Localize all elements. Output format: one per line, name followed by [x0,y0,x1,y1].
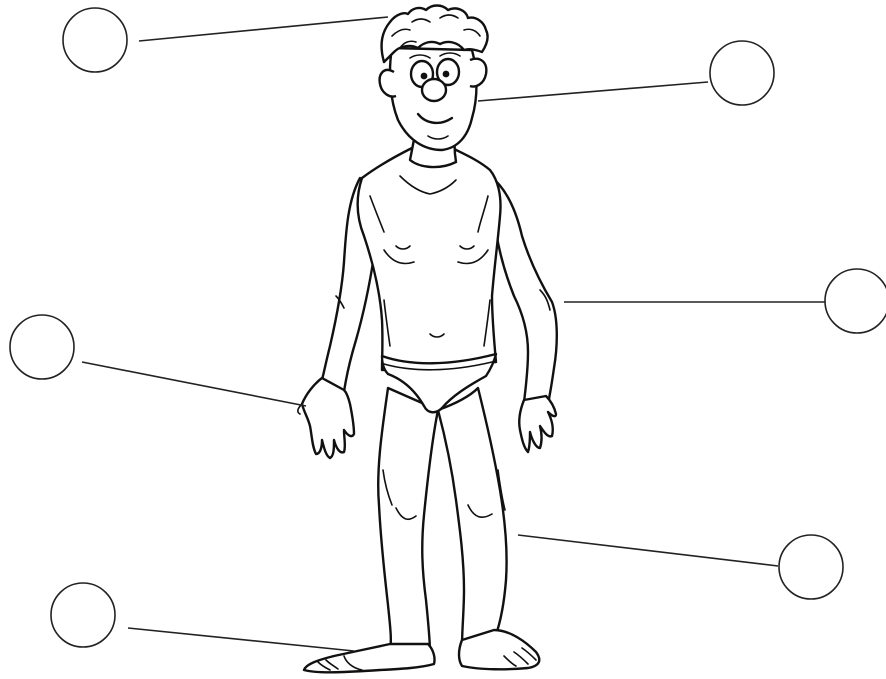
label-circle-leg[interactable] [779,535,843,599]
leader-line-hand [82,362,306,406]
label-circle-foot[interactable] [51,583,115,647]
label-circle-arm-shape[interactable] [825,269,886,333]
left-ear [380,70,396,97]
right-leg [438,388,507,646]
label-circle-hair-shape[interactable] [63,8,127,72]
leader-line-foot [128,628,354,651]
label-circle-hair[interactable] [63,8,127,72]
leader-line-leg [518,535,778,566]
label-circle-hand[interactable] [10,315,74,379]
label-circle-arm[interactable] [825,269,886,333]
leader-line-ear [478,82,708,101]
label-circle-ear-shape[interactable] [710,41,774,105]
right-hand [519,396,556,452]
left-pupil [421,73,428,80]
label-circle-hand-shape[interactable] [10,315,74,379]
leader-line-hair [139,17,388,41]
right-pupil [443,71,450,78]
label-circle-foot-shape[interactable] [51,583,115,647]
nose [422,79,446,101]
label-circle-ear[interactable] [710,41,774,105]
head [380,6,488,151]
boy-figure [298,6,557,673]
legs [378,388,506,652]
left-hand [302,378,354,458]
label-circle-leg-shape[interactable] [779,535,843,599]
right-ear [470,59,486,87]
